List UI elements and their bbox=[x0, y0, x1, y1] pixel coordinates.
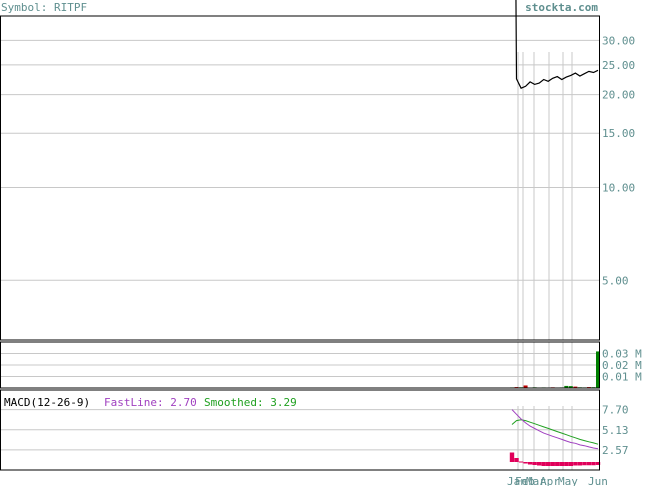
macd-histogram-bar bbox=[573, 462, 578, 466]
month-label: Feb bbox=[515, 475, 535, 486]
macd-histogram-bar bbox=[536, 462, 542, 466]
macd-smoothed-label: Smoothed: 3.29 bbox=[204, 396, 297, 409]
volume-tick-label: 0.01 M bbox=[602, 371, 642, 384]
macd-histogram-bar bbox=[595, 462, 601, 465]
macd-histogram-bar bbox=[568, 462, 574, 466]
macd-histogram-bar bbox=[532, 462, 537, 465]
month-label: Mar bbox=[526, 475, 546, 486]
macd-fastline-label: FastLine: 2.70 bbox=[104, 396, 197, 409]
macd-smoothed-line bbox=[511, 419, 599, 445]
price-tick-label: 5.00 bbox=[602, 274, 629, 287]
macd-histogram-bar bbox=[577, 462, 583, 466]
volume-bar bbox=[523, 385, 528, 388]
month-label: May bbox=[558, 475, 578, 486]
macd-histogram-bar bbox=[546, 462, 551, 466]
volume-tick-label: 0.03 M bbox=[602, 348, 642, 361]
macd-frame bbox=[0, 389, 600, 471]
month-label: Apr bbox=[540, 475, 560, 486]
price-tick-label: 15.00 bbox=[602, 127, 635, 140]
macd-histogram-bar bbox=[559, 462, 564, 466]
volume-bar bbox=[564, 385, 569, 388]
macd-histogram-bar bbox=[518, 461, 524, 463]
macd-histogram-bar bbox=[541, 462, 546, 466]
price-tick-label: 25.00 bbox=[602, 59, 635, 72]
price-tick-label: 30.00 bbox=[602, 34, 635, 47]
price-tick-label: 20.00 bbox=[602, 89, 635, 102]
volume-panel: 0.03 M0.02 M0.01 M bbox=[0, 341, 642, 389]
macd-histogram-bar bbox=[555, 462, 560, 466]
macd-histogram-bar bbox=[550, 462, 555, 466]
price-frame bbox=[0, 15, 600, 341]
macd-title: MACD(12-26-9) bbox=[4, 396, 90, 409]
price-line bbox=[515, 0, 599, 89]
volume-bar bbox=[596, 351, 599, 388]
macd-histogram-bar bbox=[586, 462, 592, 466]
macd-tick-label: 5.13 bbox=[602, 424, 629, 437]
volume-tick-label: 0.02 M bbox=[602, 359, 642, 372]
volume-bar bbox=[568, 386, 573, 388]
macd-histogram-bar bbox=[564, 462, 569, 466]
macd-tick-label: 2.57 bbox=[602, 444, 629, 457]
macd-histogram-bar bbox=[509, 452, 515, 462]
macd-histogram-bar bbox=[514, 458, 519, 462]
site-label: stockta.com bbox=[525, 1, 598, 14]
volume-frame bbox=[0, 341, 600, 389]
macd-tick-label: 7.70 bbox=[602, 404, 629, 417]
macd-histogram-bar bbox=[527, 462, 533, 465]
month-label: Jan bbox=[507, 475, 527, 486]
month-label: Jun bbox=[588, 475, 608, 486]
price-tick-label: 10.00 bbox=[602, 181, 635, 194]
macd-histogram-bar bbox=[591, 462, 596, 466]
symbol-label: Symbol: RITPF bbox=[1, 1, 87, 14]
volume-bar bbox=[573, 386, 578, 388]
macd-fastline bbox=[511, 409, 599, 450]
macd-histogram-bar bbox=[523, 462, 528, 464]
macd-histogram-bar bbox=[582, 462, 587, 466]
price-panel: 30.00 25.00 20.00 15.00 10.00 5.00 bbox=[0, 0, 635, 341]
